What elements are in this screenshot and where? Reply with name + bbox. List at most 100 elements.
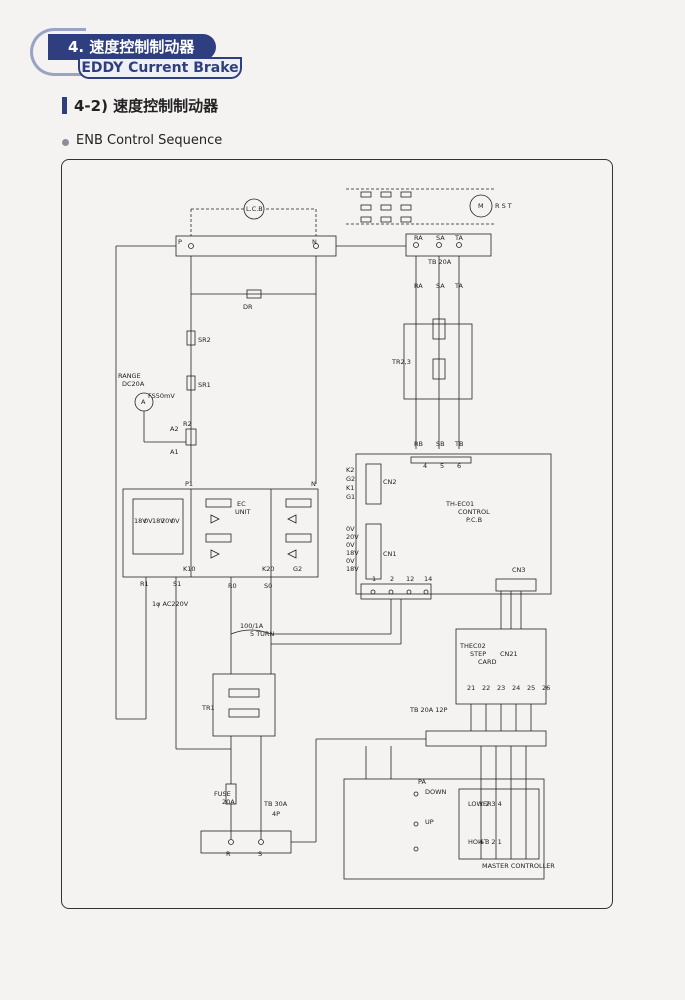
- resistor-icon: [285, 498, 312, 508]
- motor-contact: [380, 191, 392, 198]
- label-master: MASTER CONTROLLER: [482, 862, 555, 870]
- motor-contact: [400, 204, 412, 211]
- label-t12: 12: [406, 575, 415, 583]
- wiring-diagram: [115, 188, 552, 880]
- control-pcb-box: [355, 453, 552, 595]
- label-motor: M: [478, 202, 484, 210]
- label-5: 5: [440, 462, 445, 470]
- label-t14: 14: [424, 575, 433, 583]
- resistor-icon: [205, 533, 232, 543]
- label-d18b: 18V: [346, 565, 359, 573]
- ct-coil-icon: [230, 629, 272, 635]
- label-lower: LOWER: [468, 800, 492, 808]
- terminal-icon: [406, 589, 412, 595]
- diode-icon: [210, 514, 220, 524]
- sr2-resistor-icon: [186, 330, 196, 346]
- motor-contact: [360, 216, 372, 223]
- label-d18: 18V: [346, 549, 359, 557]
- label-sr1: SR1: [198, 381, 211, 389]
- label-tb30-4p: 4P: [272, 810, 281, 818]
- diode-icon: [287, 514, 297, 524]
- chapter-title: 4. 速度控制制动器: [48, 34, 216, 60]
- label-rb: RB: [414, 440, 423, 448]
- diagram-frame: [61, 159, 613, 909]
- section-title: 4-2) 速度控制制动器: [74, 97, 219, 115]
- label-ta: TA: [455, 234, 463, 242]
- label-k2: K2: [346, 466, 355, 474]
- label-n2: N: [311, 480, 316, 488]
- label-up: UP: [425, 818, 434, 826]
- label-rst: R S T: [495, 202, 512, 210]
- label-v0a: 0V: [144, 517, 153, 525]
- label-ec-unit: UNIT: [235, 508, 251, 516]
- cn1-connector: [365, 523, 382, 580]
- diode-icon: [210, 549, 220, 559]
- label-d20: 20V: [346, 533, 359, 541]
- label-down: DOWN: [425, 788, 447, 796]
- label-dr: DR: [243, 303, 253, 311]
- label-ta2: TA: [455, 282, 463, 290]
- terminal-ta-icon: [456, 242, 462, 248]
- label-r0: R0: [228, 582, 237, 590]
- down-contact-icon: [413, 821, 419, 827]
- label-control: CONTROL: [458, 508, 490, 516]
- transformer-core: [228, 688, 260, 698]
- label-a2: A2: [170, 425, 179, 433]
- shunt-icon: [185, 428, 197, 446]
- label-tb30: TB 30A: [264, 800, 288, 808]
- pa-contact-icon: [413, 791, 419, 797]
- label-d0c: 0V: [346, 557, 355, 565]
- label-ra2: RA: [414, 282, 423, 290]
- section-bar: [62, 97, 67, 114]
- motor-contact: [360, 204, 372, 211]
- label-p1: P1: [185, 480, 194, 488]
- terminal-icon: [423, 589, 429, 595]
- label-range2: DC20A: [122, 380, 145, 388]
- transformer-core: [432, 358, 446, 380]
- up-contact-icon: [413, 846, 419, 852]
- label-sb: SB: [436, 440, 445, 448]
- label-tb12p: TB 20A 12P: [410, 706, 448, 714]
- tr1-transformer-box: [212, 673, 276, 737]
- label-cn1: CN1: [383, 550, 397, 558]
- label-k1: K1: [346, 484, 355, 492]
- label-n: N: [312, 238, 317, 246]
- label-t1: 1: [372, 575, 377, 583]
- label-ec: EC: [237, 500, 246, 508]
- sr1-resistor-icon: [186, 375, 196, 391]
- label-thec01: TH-EC01: [446, 500, 475, 508]
- label-r1: R1: [140, 580, 149, 588]
- label-v18b: 18V: [152, 517, 165, 525]
- motor-contact: [360, 191, 372, 198]
- transformer-block: [132, 498, 184, 555]
- transformer-core: [228, 708, 260, 718]
- terminal-icon: [370, 589, 376, 595]
- label-s: S: [258, 850, 263, 858]
- label-sa: SA: [436, 234, 445, 242]
- label-ct2: 5 TURN: [250, 630, 275, 638]
- label-k20: K20: [262, 565, 275, 573]
- label-d0: 0V: [346, 525, 355, 533]
- label-pcb: P.C.B: [466, 516, 483, 524]
- resistor-icon: [285, 533, 312, 543]
- label-tbb: TB: [455, 440, 464, 448]
- label-v18: 18V: [134, 517, 147, 525]
- label-hoist: HOIST: [468, 838, 489, 846]
- label-c22: 22: [482, 684, 491, 692]
- tr23-transformer-box: [403, 323, 473, 400]
- label-hoist-n: 4 3 2 1: [479, 838, 502, 846]
- lcb-breaker-icon: [243, 198, 265, 220]
- label-cn2: CN2: [383, 478, 397, 486]
- terminal-r-icon: [228, 839, 234, 845]
- label-p: P: [178, 238, 182, 246]
- label-step: STEP: [470, 650, 487, 658]
- diode-icon: [287, 549, 297, 559]
- label-pa: PA: [418, 778, 426, 786]
- master-controller-box: [343, 778, 545, 880]
- label-c23: 23: [497, 684, 506, 692]
- label-c24: 24: [512, 684, 521, 692]
- label-sr2: SR2: [198, 336, 211, 344]
- label-v0b: 0V: [171, 517, 180, 525]
- label-v20: 20V: [161, 517, 174, 525]
- motor-contact: [380, 216, 392, 223]
